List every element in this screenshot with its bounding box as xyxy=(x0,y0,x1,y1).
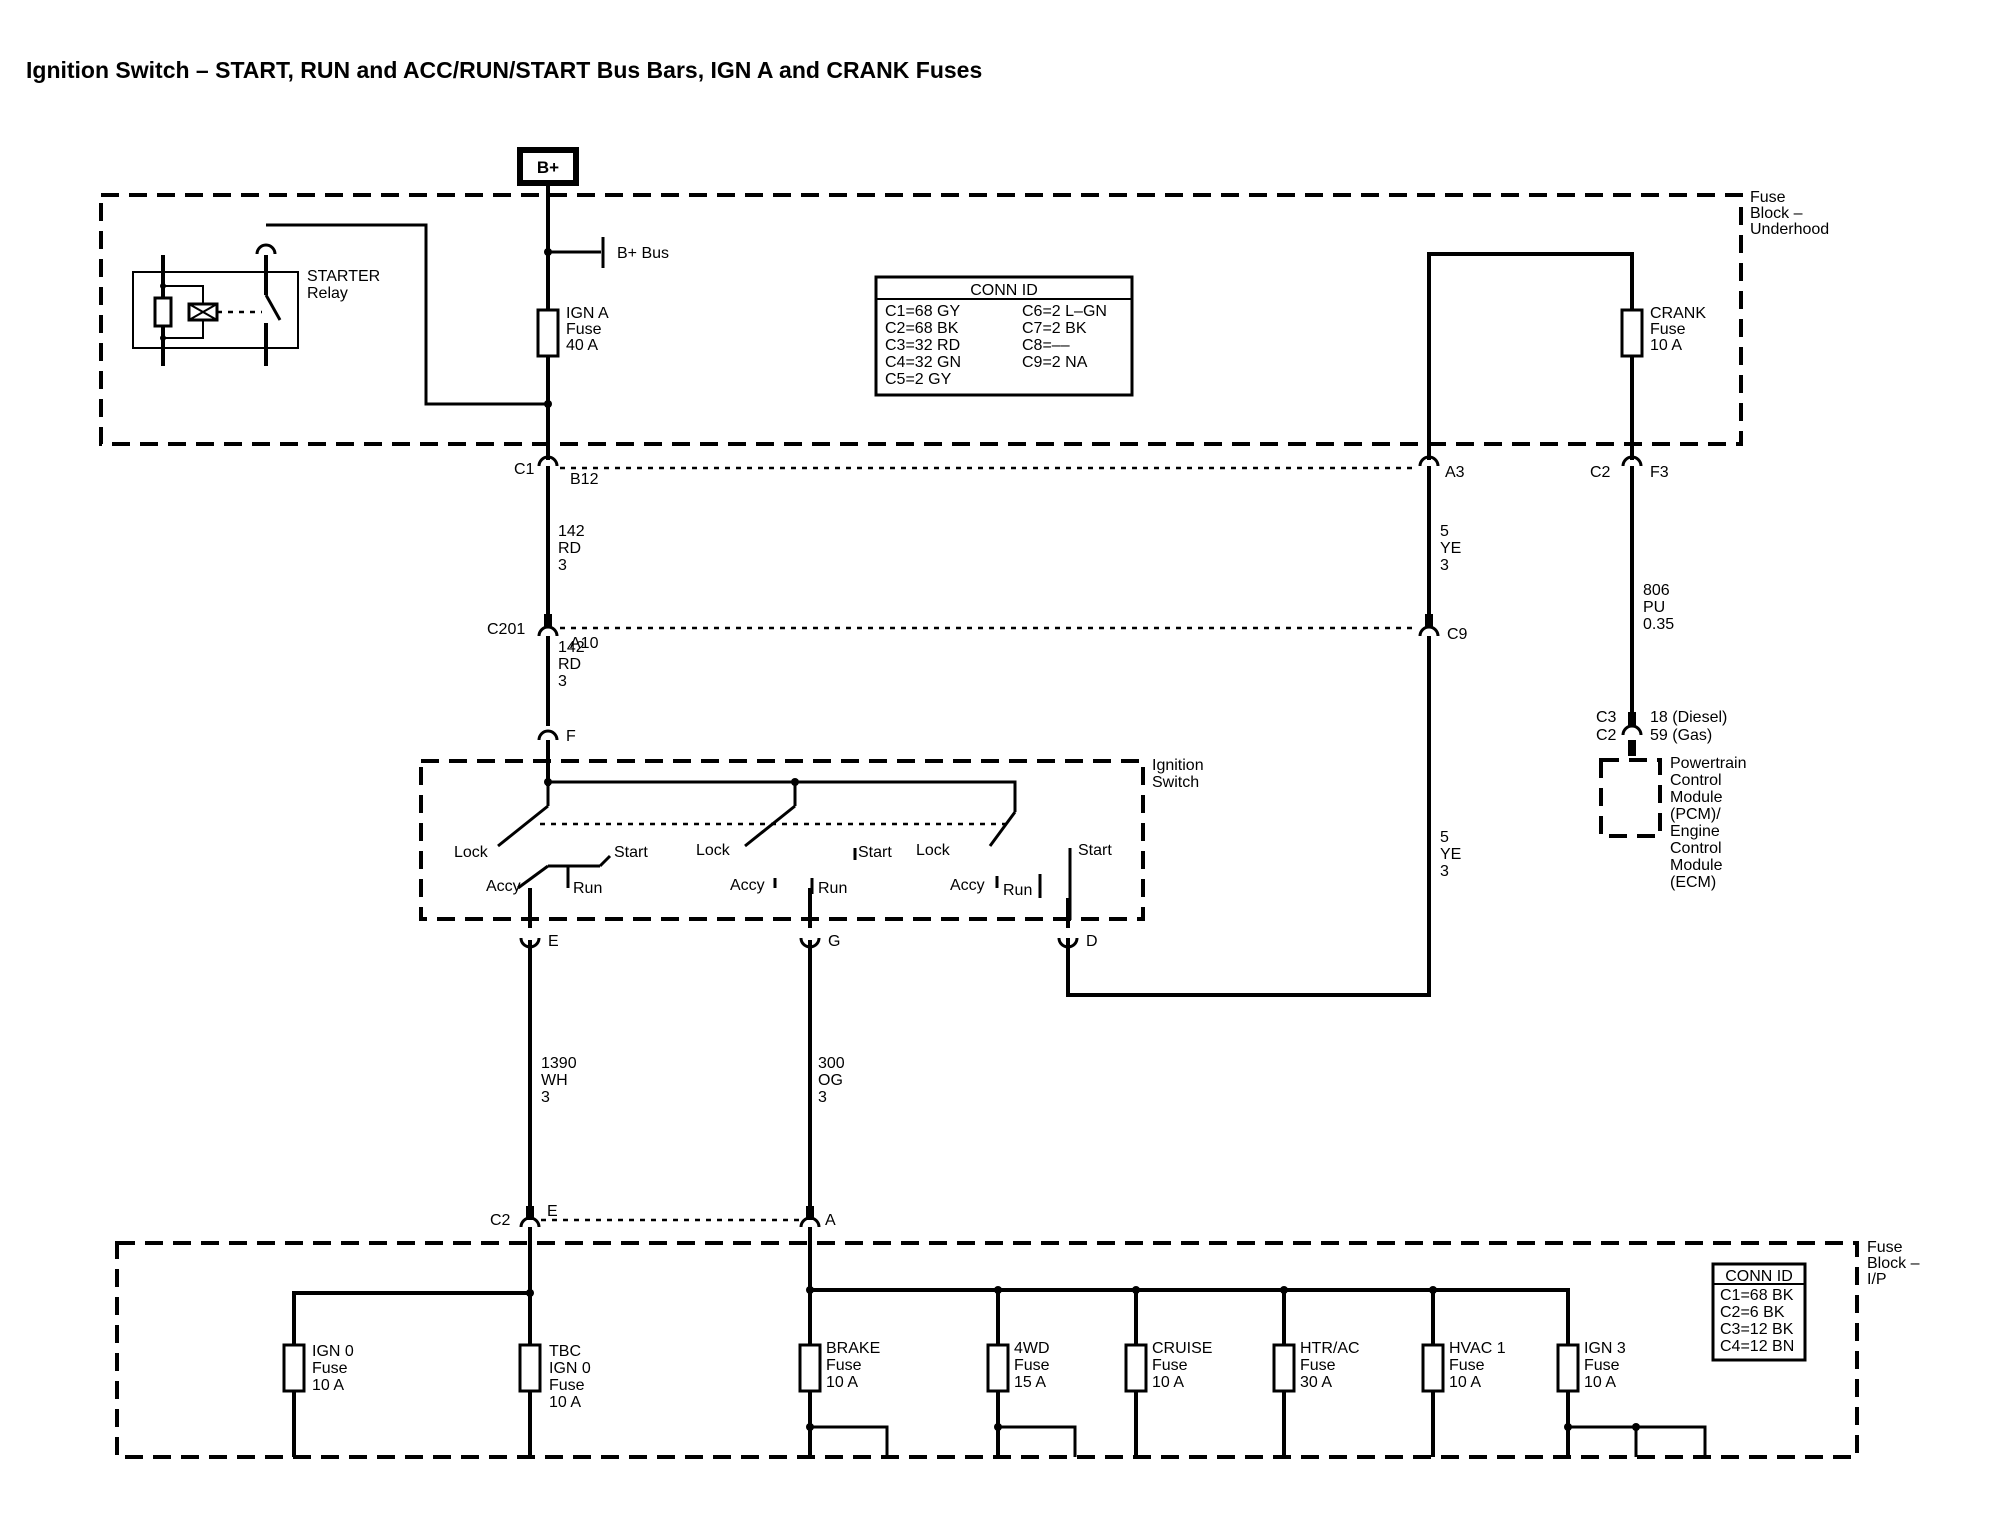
switch1-run-label: Run xyxy=(573,880,602,897)
switch2-lock-label: Lock xyxy=(696,842,731,859)
starter-relay xyxy=(132,243,299,366)
ignition-switch xyxy=(419,759,1145,921)
hvac-1-fuse xyxy=(1421,1343,1445,1393)
connector-d-label: D xyxy=(1086,933,1098,950)
switch1-start-label: Start xyxy=(614,844,648,861)
ign-0-fuse xyxy=(282,1343,306,1393)
switch2-start-label: Start xyxy=(858,844,892,861)
connector-c1-label: C1 xyxy=(514,461,535,478)
connector-e-bottom-label: E xyxy=(547,1203,558,1220)
connector-b12-label: B12 xyxy=(570,471,599,488)
switch3-lock-label: Lock xyxy=(916,842,951,859)
svg-text:CONN ID: CONN ID xyxy=(970,282,1038,299)
switch3-accy-label: Accy xyxy=(950,877,985,894)
switch1-lock-label: Lock xyxy=(454,844,489,861)
ign-a-fuse xyxy=(536,308,560,358)
tbc-ign-0-fuse xyxy=(518,1343,542,1393)
svg-text:B+: B+ xyxy=(537,158,559,177)
ip-fuse-block xyxy=(115,1241,1859,1459)
connector-a-bottom-label: A xyxy=(825,1212,836,1229)
switch2-run-label: Run xyxy=(818,880,847,897)
switch2-accy-label: Accy xyxy=(730,877,765,894)
connector-c9-label: C9 xyxy=(1447,626,1468,643)
ignition-switch-contacts xyxy=(497,778,1072,920)
connector-a3-label: A3 xyxy=(1445,464,1465,481)
connector-c201-label: C201 xyxy=(487,621,525,638)
cruise-fuse xyxy=(1124,1343,1148,1393)
powertrain-control-module xyxy=(1599,758,1662,838)
ign-3-fuse xyxy=(1556,1343,1580,1393)
battery-power-source: B+ xyxy=(517,147,579,186)
connector-c2-bottom-label: C2 xyxy=(490,1212,511,1229)
connector-c3-pcm-label: C3 xyxy=(1596,709,1617,726)
connector-f-label: F xyxy=(566,728,576,745)
crank-fuse xyxy=(1620,308,1644,358)
pcm-pin-label: 18 (Diesel)59 (Gas) xyxy=(1650,709,1727,744)
svg-text:CONN ID: CONN ID xyxy=(1725,1268,1793,1285)
switch3-run-label: Run xyxy=(1003,882,1032,899)
switch3-start-label: Start xyxy=(1078,842,1112,859)
switch1-accy-label: Accy xyxy=(486,878,521,895)
connector-c2-pcm-label: C2 xyxy=(1596,727,1617,744)
connector-c2-top-label: C2 xyxy=(1590,464,1611,481)
4wd-fuse xyxy=(986,1343,1010,1393)
brake-fuse xyxy=(798,1343,822,1393)
htr-ac-fuse xyxy=(1272,1343,1296,1393)
underhood-fuse-block xyxy=(99,193,1743,446)
connector-a10-label: A10 xyxy=(570,635,599,652)
connector-g-label: G xyxy=(828,933,840,950)
connector-f3-label: F3 xyxy=(1650,464,1669,481)
b-plus-bus-label: B+ Bus xyxy=(617,245,669,262)
diagram-title: Ignition Switch – START, RUN and ACC/RUN… xyxy=(26,57,982,83)
connector-e-label: E xyxy=(548,933,559,950)
